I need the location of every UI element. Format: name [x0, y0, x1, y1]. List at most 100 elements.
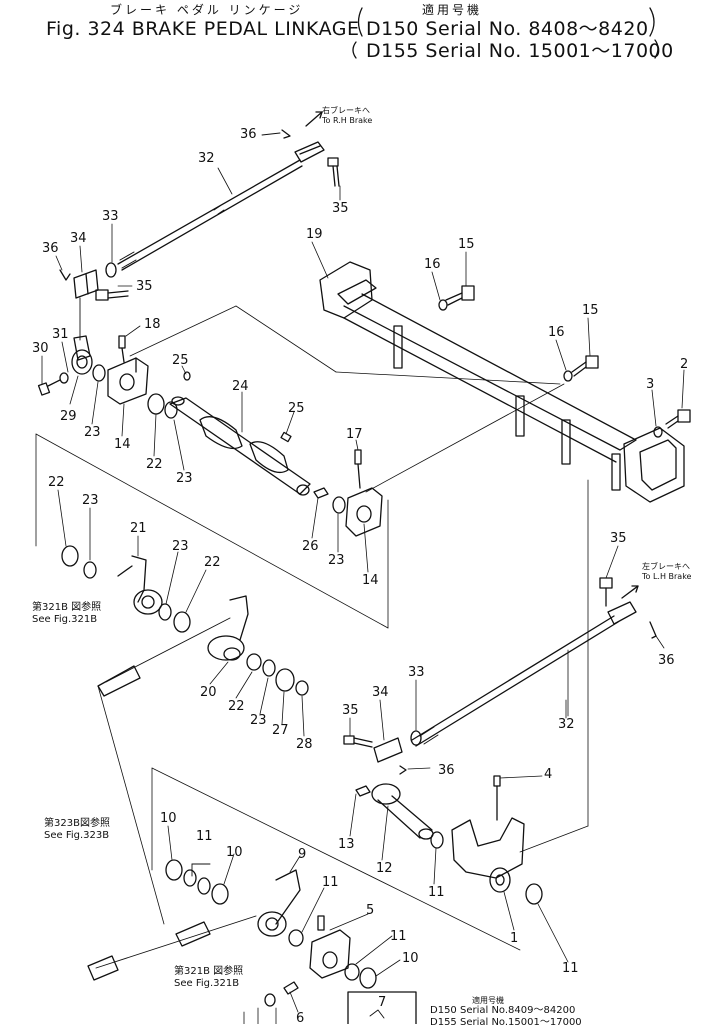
callout-31: 31 — [52, 327, 69, 342]
snap-ring-23-right — [332, 496, 346, 514]
callout-35: 35 — [610, 531, 627, 546]
snap-ring-11-b — [197, 877, 211, 895]
callout-4: 4 — [544, 767, 553, 782]
lh-brake-note-jp: 左ブレーキへ — [642, 562, 690, 571]
bearing-10-mid — [211, 883, 229, 905]
grease-fitting-26 — [313, 487, 329, 499]
grease-fitting-6 — [283, 981, 299, 995]
callout-11: 11 — [322, 875, 339, 890]
callout-22: 22 — [228, 699, 245, 714]
ref-fig-321b-lower-jp: 第321B 図参照 — [174, 966, 244, 977]
callout-10: 10 — [402, 951, 419, 966]
serial-d155: D155 Serial No. 15001～17000 — [366, 40, 674, 62]
bearing-10-left — [165, 859, 183, 881]
snap-ring-23-lower — [158, 603, 172, 621]
callout-21: 21 — [130, 521, 147, 536]
callout-34: 34 — [372, 685, 389, 700]
cotter-pin-36-left — [59, 269, 71, 281]
callout-13: 13 — [338, 837, 355, 852]
bearing-22-ring — [246, 653, 262, 671]
callout-5: 5 — [366, 903, 375, 918]
cotter-pin-36-right — [649, 621, 657, 639]
callout-25: 25 — [288, 401, 305, 416]
callout-23: 23 — [82, 493, 99, 508]
clevis-pin-35-lower-right — [599, 577, 613, 607]
snap-ring-23-ring — [262, 659, 276, 677]
callout-10: 10 — [226, 845, 243, 860]
lever-21 — [117, 555, 163, 615]
callout-35: 35 — [332, 201, 349, 216]
callout-11: 11 — [390, 929, 407, 944]
title-japanese: ブレーキ ペダル リンケージ — [110, 3, 304, 17]
callout-7: 7 — [378, 995, 387, 1010]
yoke-34-lower — [373, 737, 403, 763]
applicability-d150: D150 Serial No.8409～84200 — [430, 1005, 576, 1016]
callout-30: 30 — [32, 341, 49, 356]
cross-shaft-19 — [319, 261, 685, 503]
clevis-pin-35-left — [95, 289, 129, 301]
callout-15: 15 — [582, 303, 599, 318]
bearing-22-lower — [173, 611, 191, 633]
callout-33: 33 — [102, 209, 119, 224]
lh-brake-note-en: To L.H Brake — [642, 572, 692, 581]
figure-title: Fig. 324 BRAKE PEDAL LINKAGE — [46, 18, 360, 40]
callout-27: 27 — [272, 723, 289, 738]
callout-9: 9 — [298, 847, 307, 862]
snap-ring-11-center — [430, 831, 444, 849]
bracket-14-right — [345, 449, 383, 537]
callout-16: 16 — [548, 325, 565, 340]
callout-36: 36 — [438, 763, 455, 778]
callout-36: 36 — [658, 653, 675, 668]
rod-32-upper — [118, 142, 324, 270]
clevis-pin-35-lower-left — [343, 735, 373, 748]
callout-17: 17 — [346, 427, 363, 442]
cotter-pin-36-lower — [399, 765, 407, 775]
callout-34: 34 — [70, 231, 87, 246]
lh-brake-arrow — [621, 585, 639, 599]
callout-28: 28 — [296, 737, 313, 752]
snap-ring-23-mid — [164, 401, 178, 419]
callout-16: 16 — [424, 257, 441, 272]
applicability-d155: D155 Serial No.15001～17000 — [430, 1017, 582, 1028]
callout-2: 2 — [680, 357, 689, 372]
callout-35: 35 — [136, 279, 153, 294]
bearing-10-lower — [359, 967, 377, 989]
cotter-pin-36-top — [281, 129, 291, 139]
rod-ref-323b — [97, 617, 231, 925]
applicability-jp: 適用号機 — [472, 996, 504, 1005]
callout-11: 11 — [428, 885, 445, 900]
callout-36: 36 — [42, 241, 59, 256]
pin-12 — [371, 783, 434, 840]
rh-brake-arrow — [305, 111, 323, 127]
nut-8 — [264, 993, 276, 1007]
callout-22: 22 — [48, 475, 65, 490]
ref-fig-321b-en: See Fig.321B — [32, 614, 98, 625]
ref-fig-323b-jp: 第323B図参照 — [44, 818, 110, 829]
washer-27 — [275, 668, 295, 692]
callout-15: 15 — [458, 237, 475, 252]
callout-3: 3 — [646, 377, 655, 392]
callout-19: 19 — [306, 227, 323, 242]
header-brackets — [352, 7, 659, 59]
callout-32: 32 — [198, 151, 215, 166]
rod-ref-321b-lower — [87, 915, 257, 981]
washer-3 — [653, 426, 663, 438]
callout-23: 23 — [84, 425, 101, 440]
bracket-1 — [451, 817, 525, 893]
callout-25: 25 — [172, 353, 189, 368]
applicable-japanese: 適用号機 — [422, 3, 483, 17]
callout-36: 36 — [240, 127, 257, 142]
rod-32-lower — [411, 601, 637, 747]
inset-box-7 — [347, 991, 417, 1024]
callout-24: 24 — [232, 379, 249, 394]
ref-fig-321b-lower-en: See Fig.321B — [174, 978, 240, 989]
callout-23: 23 — [250, 713, 267, 728]
callout-22: 22 — [204, 555, 221, 570]
washer-16-right — [563, 370, 573, 382]
callout-22: 22 — [146, 457, 163, 472]
washer-16-upper — [438, 299, 448, 311]
rh-brake-note-en: To R.H Brake — [322, 116, 373, 125]
ref-fig-323b-en: See Fig.323B — [44, 830, 110, 841]
bearing-22-left — [61, 545, 79, 567]
callout-10: 10 — [160, 811, 177, 826]
